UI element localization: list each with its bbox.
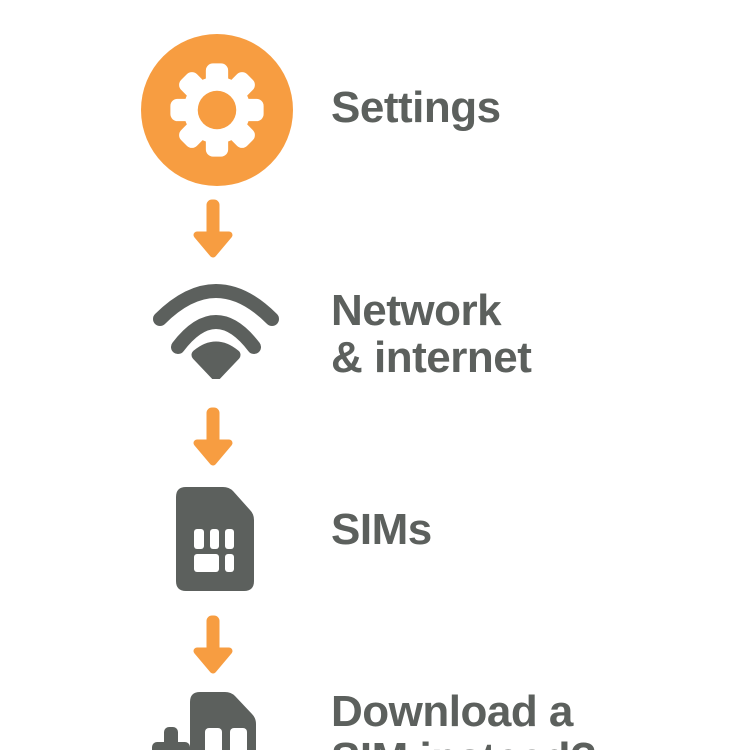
gear-icon [141, 34, 293, 186]
down-arrow-icon [191, 196, 235, 260]
download-sim-step-icon [148, 692, 258, 750]
plus-icon [152, 727, 190, 750]
settings-step-label: Settings [331, 83, 501, 132]
down-arrow-icon [191, 612, 235, 676]
network-step-icon [152, 279, 280, 379]
sim-card-icon [176, 487, 254, 591]
sims-step-label: SIMs [331, 505, 432, 554]
download-sim-step-label: Download a SIM instead? [331, 687, 597, 750]
sims-step-icon [176, 487, 254, 591]
down-arrow-icon [191, 404, 235, 468]
settings-step-icon [141, 34, 293, 186]
add-sim-icon [152, 692, 256, 750]
network-step-label: Network & internet [331, 286, 532, 382]
wifi-icon [153, 284, 279, 379]
